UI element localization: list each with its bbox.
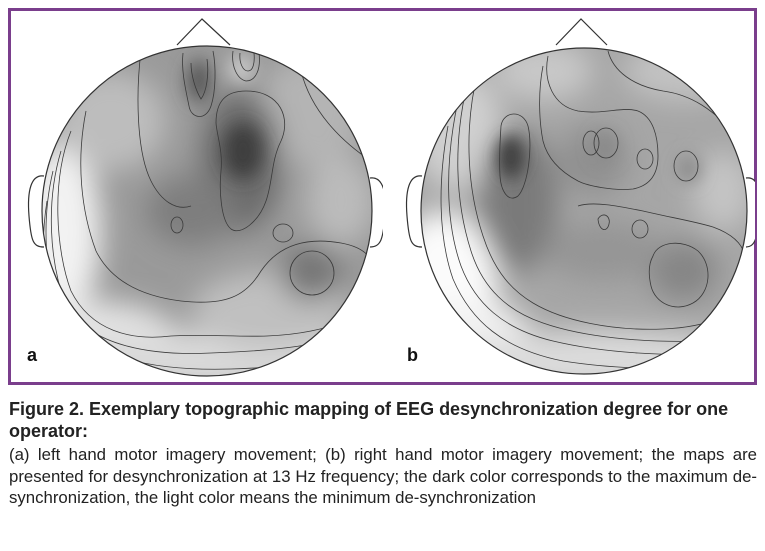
figure-frame: a: [8, 8, 757, 385]
head-outline: [420, 47, 748, 375]
ear-right-outline: [369, 177, 383, 248]
topomap-b: [405, 18, 755, 375]
topomap-a: [27, 18, 383, 377]
nose-outline: [555, 18, 608, 46]
panel-label-b: b: [407, 345, 418, 365]
topomap-panel-b: b: [383, 11, 755, 382]
ear-right-outline: [745, 177, 755, 248]
ear-left-outline: [27, 175, 45, 248]
figure-caption: Figure 2. Exemplary topographic mapping …: [9, 398, 757, 509]
ear-left-outline: [405, 175, 423, 248]
caption-title: Figure 2. Exemplary topographic mapping …: [9, 399, 729, 441]
nose-outline: [176, 18, 231, 46]
panel-label-a: a: [27, 345, 38, 365]
caption-body: (a) left hand motor imagery movement; (b…: [9, 445, 757, 507]
head-outline: [41, 45, 373, 377]
topomap-panel-a: a: [11, 11, 383, 382]
topomap-a-field: [42, 46, 372, 376]
topomap-b-field: [421, 48, 747, 374]
